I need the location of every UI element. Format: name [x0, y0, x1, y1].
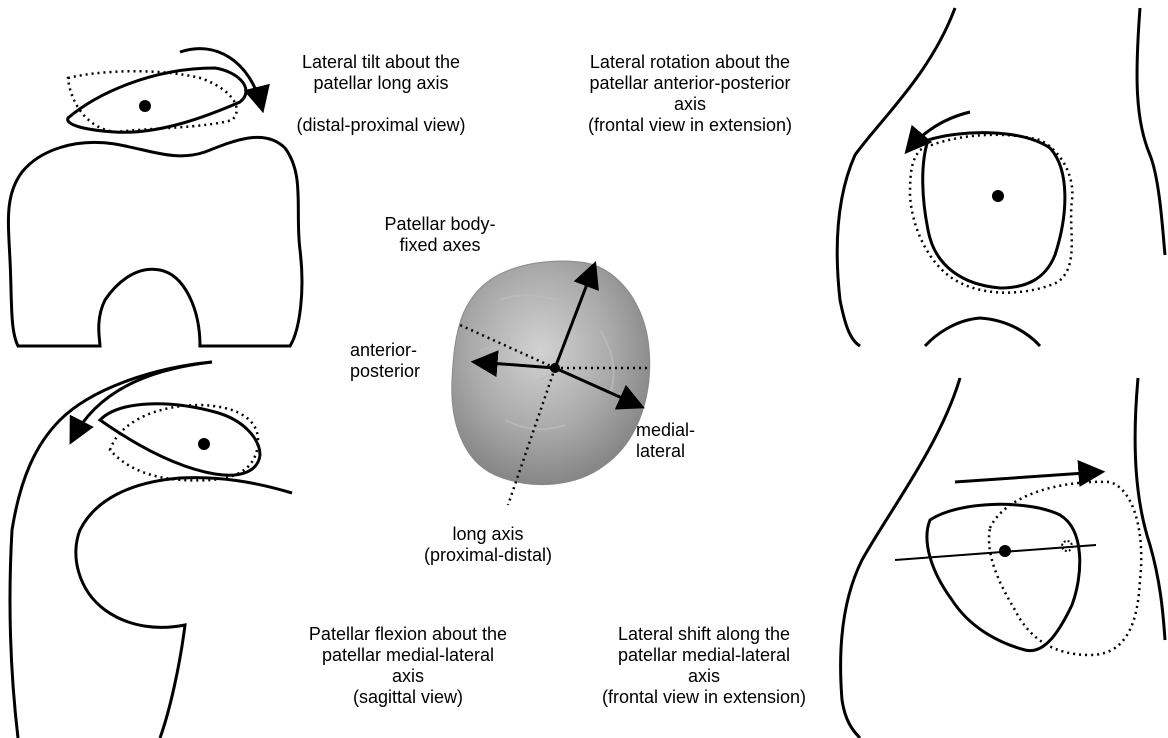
tilt-arrow	[180, 49, 262, 108]
shift-caption-line-3: axis	[562, 666, 846, 687]
patella-outline-dotted	[110, 405, 258, 480]
flexion-caption-line-2: patellar medial-lateral	[258, 645, 558, 666]
center-title-line-1: Patellar body-	[360, 214, 520, 235]
tilt-caption: Lateral tilt about the patellar long axi…	[268, 52, 494, 136]
patella-image	[452, 261, 650, 485]
anterior-posterior-label-line-1: anterior-	[350, 340, 420, 361]
patella-center-dot	[139, 100, 151, 112]
patella-center-dot	[999, 545, 1011, 557]
rotation-caption: Lateral rotation about the patellar ante…	[548, 52, 832, 136]
body-fixed-axes-panel	[452, 261, 650, 505]
rotation-arrow	[908, 112, 970, 150]
femur-sagittal-outline	[10, 362, 212, 738]
shift-caption-line-1: Lateral shift along the	[562, 624, 846, 645]
medial-lateral-label-line-2: lateral	[636, 441, 695, 462]
tilt-panel	[8, 49, 302, 346]
center-title: Patellar body- fixed axes	[360, 214, 520, 256]
tilt-caption-line-4: (distal-proximal view)	[268, 115, 494, 136]
shift-arrow	[955, 472, 1100, 482]
patella-outline-solid	[68, 68, 246, 132]
patella-outline-dotted	[989, 482, 1141, 655]
anterior-posterior-label-line-2: posterior	[350, 361, 420, 382]
axes-origin-dot	[550, 363, 560, 373]
shift-caption-line-4: (frontal view in extension)	[562, 687, 846, 708]
rotation-caption-line-2: patellar anterior-posterior	[548, 73, 832, 94]
flexion-caption-line-1: Patellar flexion about the	[258, 624, 558, 645]
patella-outline-solid	[927, 504, 1080, 650]
medial-lateral-label: medial- lateral	[636, 420, 695, 462]
patella-outline-solid	[100, 404, 260, 475]
femur-intercondylar-notch	[925, 318, 1040, 346]
rotation-caption-line-1: Lateral rotation about the	[548, 52, 832, 73]
rotation-caption-line-3: axis	[548, 94, 832, 115]
femur-shaft-right	[1137, 8, 1165, 255]
long-axis-label-line-2: (proximal-distal)	[398, 545, 578, 566]
shift-caption: Lateral shift along the patellar medial-…	[562, 624, 846, 708]
rotation-caption-line-4: (frontal view in extension)	[548, 115, 832, 136]
long-axis-label: long axis (proximal-distal)	[398, 524, 578, 566]
flexion-arrow	[72, 362, 212, 440]
tilt-caption-line-2: patellar long axis	[268, 73, 494, 94]
femur-shaft-left	[837, 8, 955, 346]
femur-distal-outline	[8, 137, 302, 346]
flexion-caption: Patellar flexion about the patellar medi…	[258, 624, 558, 708]
patella-outline-solid	[923, 133, 1065, 288]
femur-shaft-right	[1135, 378, 1165, 640]
flexion-panel	[10, 362, 292, 738]
tilt-caption-gap	[268, 94, 494, 115]
patella-medial-lateral-line	[895, 545, 1096, 560]
shift-panel	[841, 378, 1165, 738]
rotation-panel	[837, 8, 1165, 346]
anterior-posterior-label: anterior- posterior	[350, 340, 420, 382]
tilt-caption-line-1: Lateral tilt about the	[268, 52, 494, 73]
patella-center-dot	[198, 438, 210, 450]
long-axis-label-line-1: long axis	[398, 524, 578, 545]
flexion-caption-line-3: axis	[258, 666, 558, 687]
shift-caption-line-2: patellar medial-lateral	[562, 645, 846, 666]
medial-lateral-label-line-1: medial-	[636, 420, 695, 441]
center-title-line-2: fixed axes	[360, 235, 520, 256]
femur-shaft-left	[841, 378, 960, 738]
patella-center-dot	[992, 190, 1004, 202]
flexion-caption-line-4: (sagittal view)	[258, 687, 558, 708]
